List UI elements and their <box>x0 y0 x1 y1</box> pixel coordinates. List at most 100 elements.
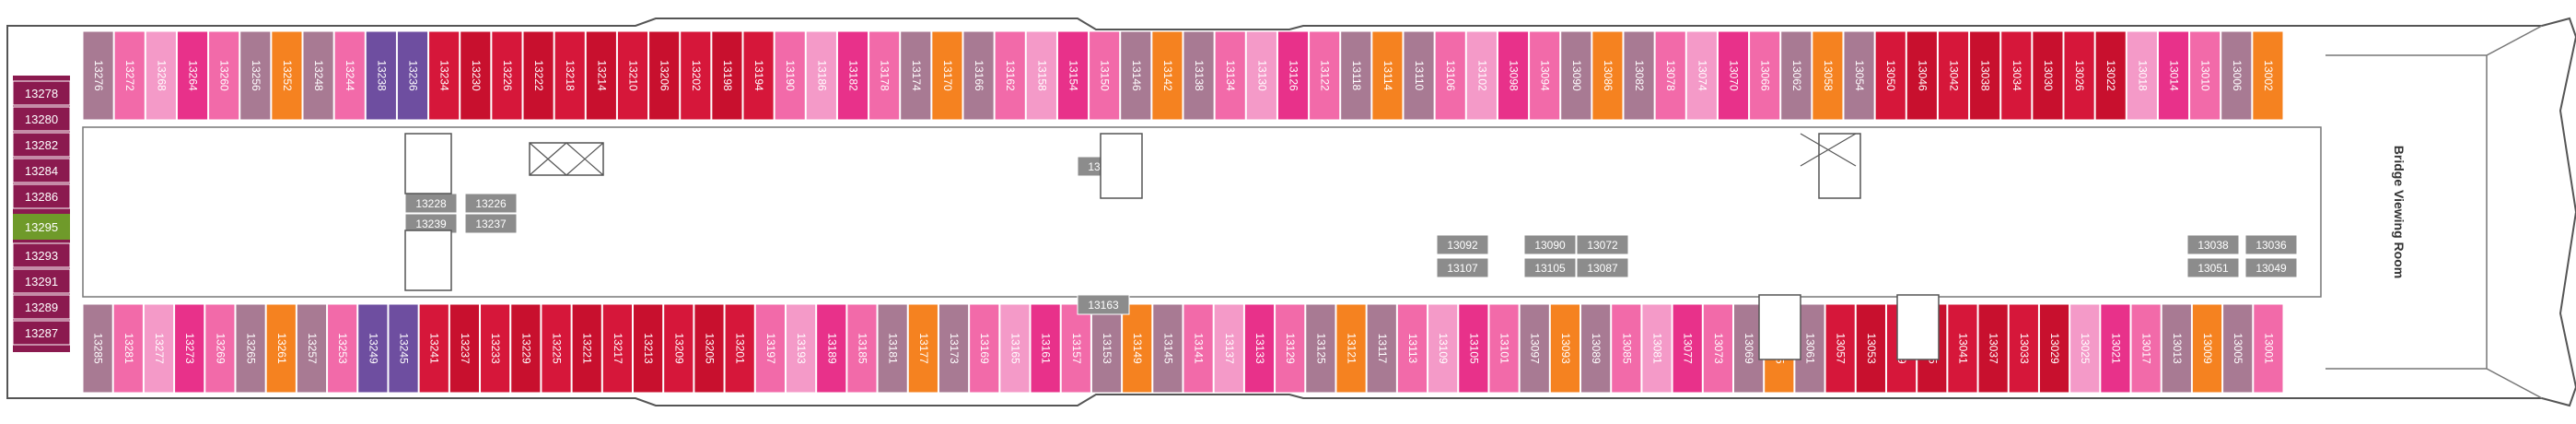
cabin-13169[interactable] <box>969 303 1000 394</box>
cabin-13218[interactable] <box>554 30 586 121</box>
cabin-13082[interactable] <box>1623 30 1655 121</box>
cabin-13252[interactable] <box>271 30 303 121</box>
cabin-13072[interactable] <box>1576 234 1629 255</box>
cabin-13287[interactable] <box>12 320 71 346</box>
cabin-13261[interactable] <box>265 303 297 394</box>
cabin-13174[interactable] <box>900 30 932 121</box>
cabin-13284[interactable] <box>12 158 71 183</box>
cabin-13038[interactable] <box>1969 30 2001 121</box>
cabin-13210[interactable] <box>616 30 649 121</box>
cabin-13014[interactable] <box>2157 30 2190 121</box>
cabin-13042[interactable] <box>1937 30 1970 121</box>
cabin-13081[interactable] <box>1641 303 1673 394</box>
cabin-13145[interactable] <box>1152 303 1183 394</box>
cabin-13269[interactable] <box>204 303 236 394</box>
cabin-13293[interactable] <box>12 242 71 268</box>
cabin-13101[interactable] <box>1488 303 1520 394</box>
cabin-13209[interactable] <box>663 303 694 394</box>
cabin-13265[interactable] <box>235 303 266 394</box>
cabin-13142[interactable] <box>1151 30 1183 121</box>
cabin-13066[interactable] <box>1749 30 1781 121</box>
cabin-13217[interactable] <box>601 303 633 394</box>
cabin-13163[interactable] <box>1077 294 1130 315</box>
cabin-13186[interactable] <box>805 30 837 121</box>
cabin-13202[interactable] <box>680 30 712 121</box>
cabin-13094[interactable] <box>1529 30 1561 121</box>
cabin-13090[interactable] <box>1560 30 1592 121</box>
cabin-13133[interactable] <box>1243 303 1276 394</box>
cabin-13291[interactable] <box>12 268 71 294</box>
cabin-13154[interactable] <box>1056 30 1090 121</box>
cabin-13006[interactable] <box>2220 30 2253 121</box>
cabin-13114[interactable] <box>1371 30 1404 121</box>
cabin-13058[interactable] <box>1812 30 1844 121</box>
cabin-13093[interactable] <box>1549 303 1581 394</box>
cabin-13257[interactable] <box>296 303 328 394</box>
cabin-13074[interactable] <box>1685 30 1718 121</box>
cabin-13248[interactable] <box>302 30 334 121</box>
cabin-13280[interactable] <box>12 106 71 132</box>
cabin-13153[interactable] <box>1090 303 1123 394</box>
cabin-13278[interactable] <box>12 80 71 106</box>
cabin-13233[interactable] <box>480 303 511 394</box>
cabin-13077[interactable] <box>1672 303 1703 394</box>
cabin-13087[interactable] <box>1576 257 1629 278</box>
cabin-13165[interactable] <box>999 303 1031 394</box>
cabin-13214[interactable] <box>585 30 617 121</box>
cabin-13002[interactable] <box>2252 30 2284 121</box>
cabin-13092[interactable] <box>1436 234 1489 255</box>
cabin-13046[interactable] <box>1906 30 1938 121</box>
cabin-13205[interactable] <box>694 303 725 394</box>
cabin-13134[interactable] <box>1214 30 1246 121</box>
cabin-13122[interactable] <box>1309 30 1341 121</box>
cabin-13234[interactable] <box>428 30 460 121</box>
cabin-13102[interactable] <box>1465 30 1498 121</box>
cabin-13244[interactable] <box>333 30 366 121</box>
cabin-13178[interactable] <box>868 30 901 121</box>
cabin-13194[interactable] <box>742 30 775 121</box>
cabin-13285[interactable] <box>82 303 113 394</box>
cabin-13193[interactable] <box>785 303 817 394</box>
cabin-13078[interactable] <box>1654 30 1686 121</box>
cabin-13264[interactable] <box>176 30 209 121</box>
cabin-13033[interactable] <box>2008 303 2039 394</box>
cabin-13281[interactable] <box>112 303 144 394</box>
cabin-13182[interactable] <box>836 30 869 121</box>
cabin-13253[interactable] <box>327 303 358 394</box>
cabin-13034[interactable] <box>2000 30 2033 121</box>
cabin-13129[interactable] <box>1275 303 1306 394</box>
cabin-13030[interactable] <box>2032 30 2064 121</box>
cabin-13276[interactable] <box>82 30 114 121</box>
cabin-13260[interactable] <box>208 30 240 121</box>
cabin-13118[interactable] <box>1340 30 1372 121</box>
cabin-13057[interactable] <box>1824 303 1856 394</box>
cabin-13054[interactable] <box>1843 30 1875 121</box>
cabin-13181[interactable] <box>877 303 908 394</box>
cabin-13073[interactable] <box>1702 303 1733 394</box>
cabin-13125[interactable] <box>1305 303 1336 394</box>
cabin-13190[interactable] <box>774 30 806 121</box>
cabin-13005[interactable] <box>2222 303 2254 394</box>
cabin-13126[interactable] <box>1276 30 1310 121</box>
cabin-13221[interactable] <box>571 303 602 394</box>
cabin-13230[interactable] <box>460 30 492 121</box>
cabin-13268[interactable] <box>145 30 177 121</box>
cabin-13105[interactable] <box>1523 257 1577 278</box>
cabin-13038[interactable] <box>2186 234 2240 255</box>
cabin-13062[interactable] <box>1780 30 1813 121</box>
cabin-13213[interactable] <box>633 303 664 394</box>
cabin-13237[interactable] <box>464 213 518 234</box>
cabin-13026[interactable] <box>2063 30 2095 121</box>
cabin-13206[interactable] <box>648 30 681 121</box>
cabin-13090[interactable] <box>1523 234 1577 255</box>
cabin-13222[interactable] <box>522 30 554 121</box>
cabin-13241[interactable] <box>418 303 449 394</box>
cabin-13036[interactable] <box>2244 234 2298 255</box>
cabin-13272[interactable] <box>113 30 146 121</box>
cabin-13236[interactable] <box>396 30 429 121</box>
cabin-13237[interactable] <box>449 303 481 394</box>
cabin-13149[interactable] <box>1122 303 1153 394</box>
cabin-13256[interactable] <box>239 30 272 121</box>
cabin-13157[interactable] <box>1060 303 1091 394</box>
cabin-13229[interactable] <box>510 303 542 394</box>
